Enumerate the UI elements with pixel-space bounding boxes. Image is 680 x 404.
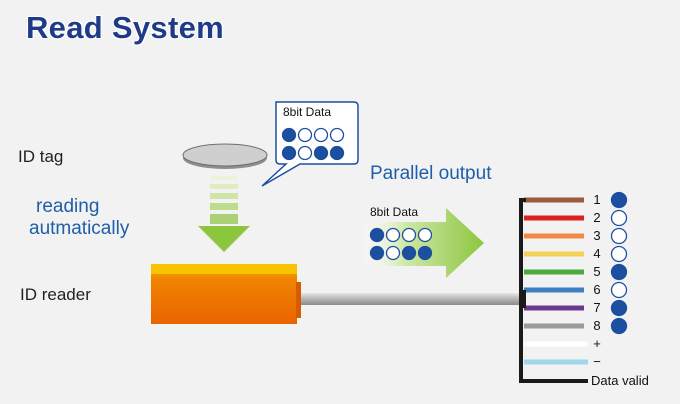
arrow-bit-3-off (401, 227, 417, 243)
bubble-bit-3-off (313, 127, 329, 143)
wire-label-10: − (593, 354, 601, 369)
wire-label-4: 4 (593, 246, 601, 261)
wire-4 (524, 251, 584, 257)
wire-bit-4-off (610, 245, 628, 263)
wire-8 (524, 323, 584, 329)
wire-label-1: 1 (593, 192, 601, 207)
wire-label-2: 2 (593, 210, 601, 225)
wire-bit-1-on (610, 191, 628, 209)
reading-label-line1: reading (36, 196, 100, 217)
wire-1 (524, 197, 584, 203)
bubble-data-label: 8bit Data (283, 105, 332, 119)
arrow-bit-2-off (385, 227, 401, 243)
bubble-bit-8-on (329, 145, 345, 161)
wire-9 (524, 341, 588, 347)
connector-bracket (519, 198, 588, 383)
wire-label-3: 3 (593, 228, 601, 243)
wire-10 (524, 359, 588, 365)
id-tag-disc (182, 143, 268, 169)
id-tag-label: ID tag (18, 147, 64, 166)
parallel-output-arrow (362, 208, 484, 278)
wire-2 (524, 215, 584, 221)
wire-bit-8-on (610, 317, 628, 335)
wire-label-7: 7 (593, 300, 601, 315)
arrow-bit-1-on (369, 227, 385, 243)
bubble-bit-7-on (313, 145, 329, 161)
arrow-bit-6-off (385, 245, 401, 261)
data-bubble (261, 101, 359, 187)
data-valid-label: Data valid (591, 373, 649, 388)
arrow-bit-grid (369, 227, 433, 261)
output-wires (524, 197, 588, 365)
parallel-output-label: Parallel output (370, 163, 492, 184)
arrow-data-label: 8bit Data (370, 205, 419, 219)
wire-bit-3-off (610, 227, 628, 245)
id-reader-label: ID reader (20, 285, 91, 304)
arrow-bit-4-off (417, 227, 433, 243)
wire-5 (524, 269, 584, 275)
wire-label-6: 6 (593, 282, 601, 297)
wire-bit-6-off (610, 281, 628, 299)
wire-bit-indicators (610, 191, 628, 335)
wire-label-9: + (593, 336, 601, 351)
wire-label-8: 8 (593, 318, 601, 333)
arrow-bit-5-on (369, 245, 385, 261)
bubble-bit-grid (281, 127, 345, 161)
bubble-bit-1-on (281, 127, 297, 143)
arrow-bit-8-on (417, 245, 433, 261)
wire-3 (524, 233, 584, 239)
wire-bit-5-on (610, 263, 628, 281)
bubble-bit-6-off (297, 145, 313, 161)
arrow-bit-7-on (401, 245, 417, 261)
reading-label-line2: autmatically (29, 218, 130, 239)
bubble-bit-2-off (297, 127, 313, 143)
bubble-bit-4-off (329, 127, 345, 143)
id-reader-box (151, 264, 301, 324)
wire-7 (524, 305, 584, 311)
wire-label-5: 5 (593, 264, 601, 279)
wire-bit-2-off (610, 209, 628, 227)
bubble-bit-5-on (281, 145, 297, 161)
wire-bit-7-on (610, 299, 628, 317)
wire-6 (524, 287, 584, 293)
page-title: Read System (26, 10, 225, 45)
reader-cable (301, 293, 523, 305)
reading-arrow (198, 176, 250, 252)
